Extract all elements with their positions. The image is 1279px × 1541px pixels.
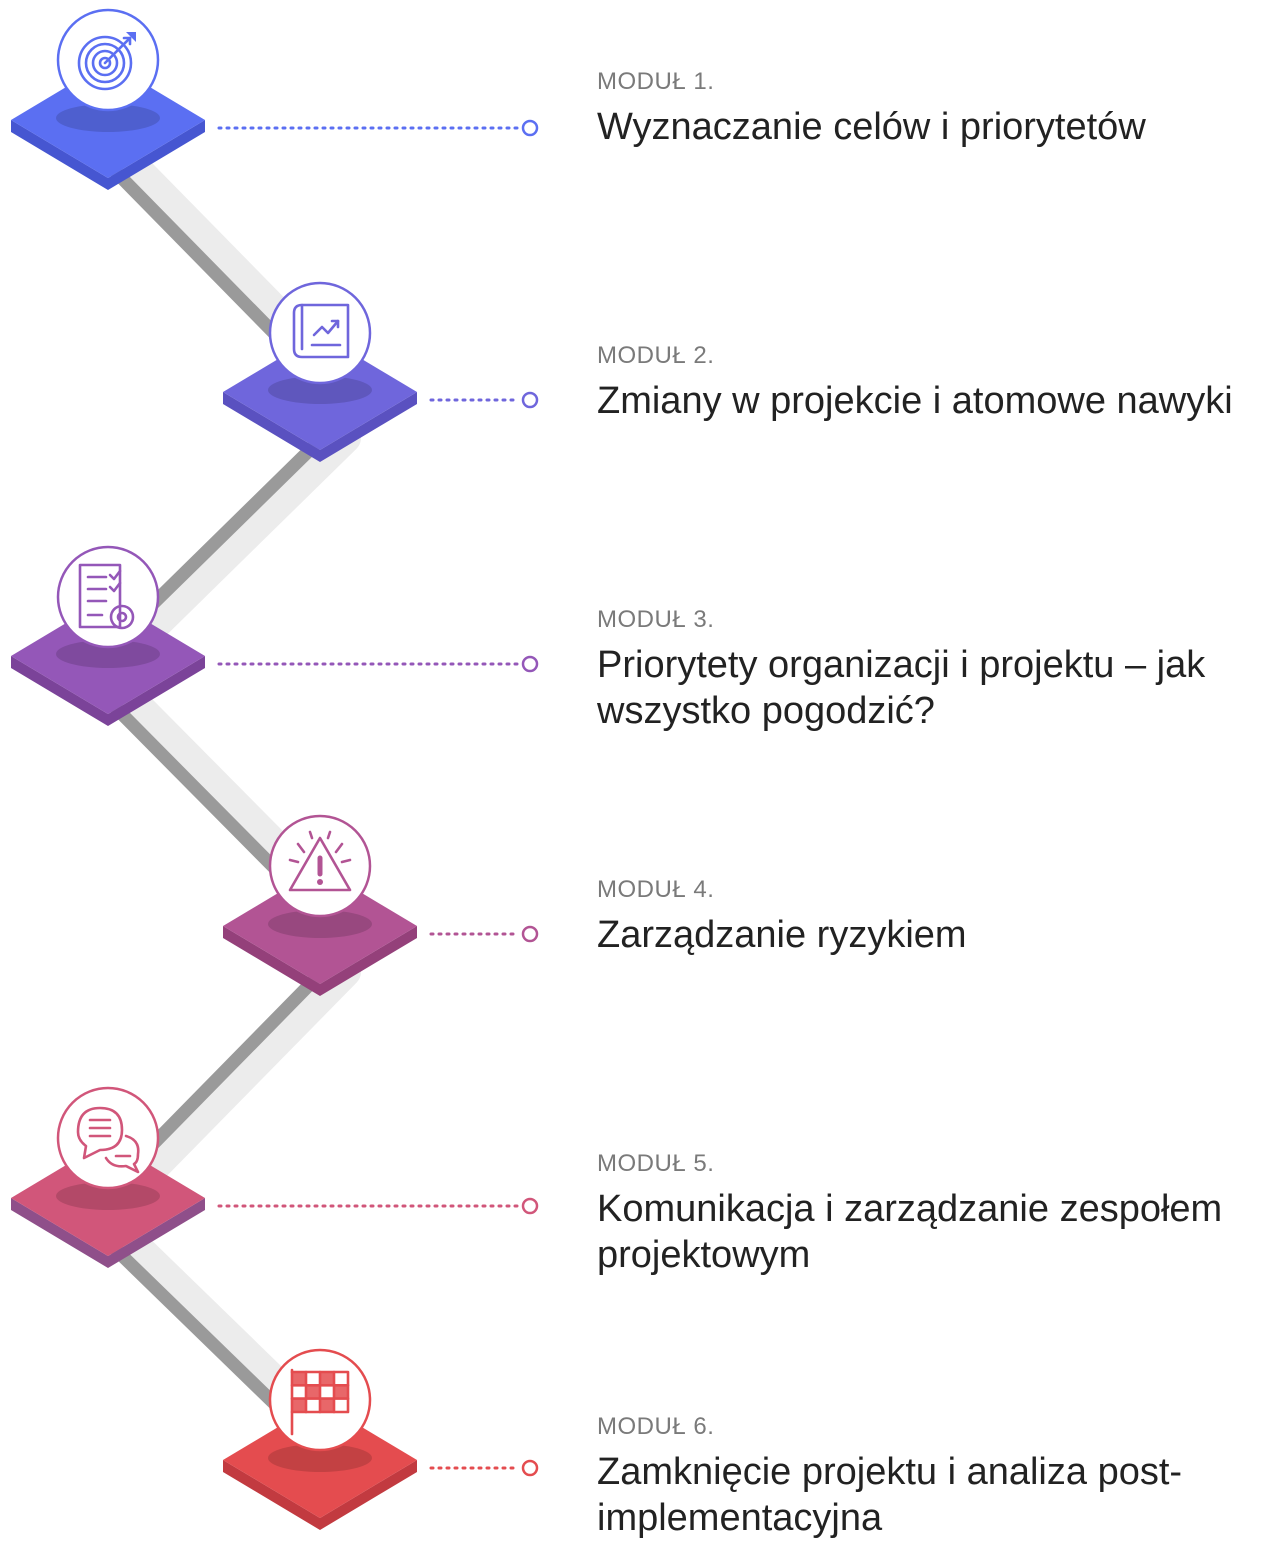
- module-station-1: [11, 8, 539, 190]
- finish-flag-icon: [290, 1368, 350, 1436]
- station-platform: [223, 868, 417, 984]
- station-platform-side: [223, 1460, 417, 1530]
- connector-rail-shadow: [119, 957, 361, 1203]
- module-label: MODUŁ 2.: [597, 342, 715, 369]
- module-4: MODUŁ 4. Zarządzanie ryzykiem: [597, 876, 1277, 958]
- station-platform: [223, 334, 417, 450]
- module-label: MODUŁ 6.: [597, 1413, 715, 1440]
- icon-badge: [268, 281, 372, 385]
- leader-end-circle: [521, 119, 539, 137]
- leader-end-circle: [521, 391, 539, 409]
- module-label: MODUŁ 3.: [597, 606, 715, 633]
- module-title: Zamknięcie projektu i analiza post-imple…: [597, 1451, 1183, 1539]
- icon-shadow: [56, 640, 160, 668]
- module-station-5: [11, 1086, 539, 1268]
- station-platform-side: [11, 656, 205, 726]
- module-title: Komunikacja i zarządzanie zespołem proje…: [597, 1188, 1223, 1276]
- leader-end-circle: [521, 1197, 539, 1215]
- module-title: Priorytety organizacji i projektu – jak …: [597, 644, 1206, 732]
- module-title: Zarządzanie ryzykiem: [597, 914, 967, 956]
- module-station-4: [223, 814, 539, 996]
- module-station-2: [223, 281, 539, 462]
- module-label: MODUŁ 5.: [597, 1150, 715, 1177]
- icon-shadow: [268, 910, 372, 938]
- icon-badge: [56, 545, 160, 649]
- station-platform: [11, 62, 205, 178]
- icon-shadow: [268, 376, 372, 404]
- module-label: MODUŁ 4.: [597, 876, 715, 903]
- module-station-6: [223, 1348, 539, 1530]
- icon-badge: [56, 1086, 160, 1190]
- station-platform-side: [223, 926, 417, 996]
- chat-bubbles-icon: [76, 1106, 140, 1174]
- module-3: MODUŁ 3. Priorytety organizacji i projek…: [597, 606, 1277, 734]
- module-station-3: [11, 545, 539, 726]
- station-platform: [223, 1402, 417, 1518]
- connector-rail-shadow: [119, 423, 361, 661]
- station-platform-side: [11, 120, 205, 190]
- station-platform-side: [11, 1198, 205, 1268]
- leader-end-circle: [521, 655, 539, 673]
- leader-end-circle: [521, 1459, 539, 1477]
- station-platform: [11, 598, 205, 714]
- station-platform: [11, 1140, 205, 1256]
- station-platform-side: [223, 392, 417, 462]
- module-label: MODUŁ 1.: [597, 68, 715, 95]
- module-5: MODUŁ 5. Komunikacja i zarządzanie zespo…: [597, 1150, 1277, 1278]
- icon-shadow: [56, 1182, 160, 1210]
- target-icon: [77, 32, 136, 91]
- module-6: MODUŁ 6. Zamknięcie projektu i analiza p…: [597, 1413, 1277, 1541]
- icon-shadow: [56, 104, 160, 132]
- module-stations: [11, 8, 539, 1530]
- checklist-gear-icon: [78, 563, 135, 630]
- module-1: MODUŁ 1. Wyznaczanie celów i priorytetów: [597, 68, 1277, 150]
- icon-shadow: [268, 1444, 372, 1472]
- leader-end-circle: [521, 925, 539, 943]
- module-2: MODUŁ 2. Zmiany w projekcie i atomowe na…: [597, 342, 1277, 424]
- warning-icon: [288, 830, 352, 892]
- module-title: Zmiany w projekcie i atomowe nawyki: [597, 380, 1233, 422]
- blueprint-chart-icon: [292, 303, 350, 359]
- module-title: Wyznaczanie celów i priorytetów: [597, 106, 1146, 148]
